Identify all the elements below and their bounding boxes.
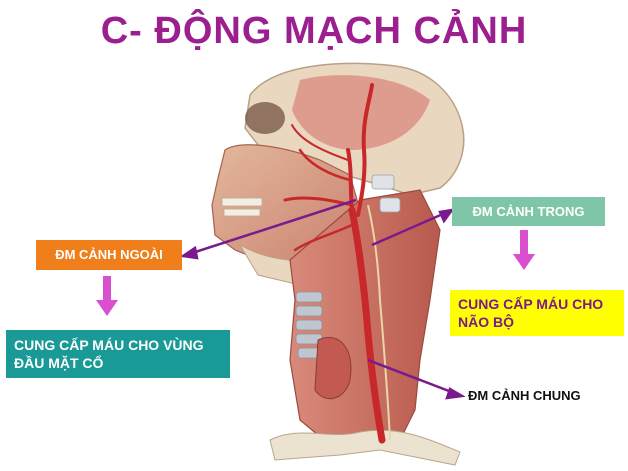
internal-supply-box: CUNG CẤP MÁU CHO NÃO BỘ	[450, 290, 624, 336]
external-supply-line2: ĐẦU MẶT CỔ	[14, 355, 104, 371]
internal-supply-line1: CUNG CẤP MÁU CHO	[458, 296, 604, 312]
external-supply-line1: CUNG CẤP MÁU CHO VÙNG	[14, 337, 204, 353]
down-arrow-icon	[513, 230, 535, 270]
carotid-arteries	[283, 83, 386, 444]
external-supply-box: CUNG CẤP MÁU CHO VÙNG ĐẦU MẶT CỔ	[6, 330, 230, 378]
page-title: C- ĐỘNG MẠCH CẢNH	[100, 10, 528, 52]
trachea	[295, 291, 323, 359]
external-carotid-label: ĐM CẢNH NGOÀI	[36, 240, 182, 270]
internal-carotid-label: ĐM CẢNH TRONG	[452, 197, 605, 226]
pointer-lines	[179, 198, 466, 400]
down-arrow-icon	[96, 276, 118, 316]
clavicle	[269, 429, 461, 466]
common-carotid-label: ĐM CẢNH CHUNG	[468, 388, 581, 403]
internal-supply-line2: NÃO BỘ	[458, 314, 514, 330]
